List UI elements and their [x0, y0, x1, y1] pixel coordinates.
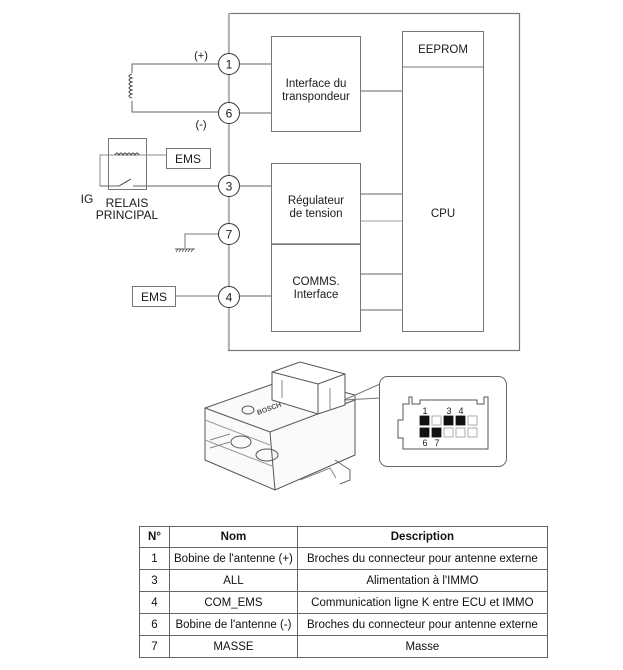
connector-pin-active	[455, 415, 466, 426]
table-row: 6 Bobine de l'antenne (-) Broches du con…	[139, 613, 548, 636]
connector-pin-empty	[431, 415, 442, 426]
connector-pin-4-label: 4	[458, 406, 463, 416]
pin-6-label: 6	[226, 107, 233, 121]
connector-pin-active	[431, 427, 442, 438]
eeprom-label: EEPROM	[418, 44, 468, 56]
connector-pin-7-label: 7	[434, 438, 439, 448]
cell-name: MASSE	[169, 635, 298, 658]
cell-number: 3	[139, 569, 170, 592]
comms-interface-label-line2: Interface	[294, 289, 339, 301]
ground-symbol	[175, 233, 218, 253]
pin-7-label: 7	[226, 228, 233, 242]
cell-number: 4	[139, 591, 170, 614]
connector-pin-1-label: 1	[422, 406, 427, 416]
cell-name: Bobine de l'antenne (+)	[169, 547, 298, 570]
ems-comms-label: EMS	[141, 290, 167, 304]
main-relay-label-line1: RELAIS	[106, 196, 149, 210]
pin-table: N° Nom Description 1 Bobine de l'antenne…	[139, 526, 548, 658]
callout-line	[343, 383, 381, 401]
ems-relay-box	[166, 148, 211, 169]
cell-number: 6	[139, 613, 170, 636]
polarity-plus-label: (+)	[194, 50, 208, 62]
relay-coil-icon	[114, 152, 140, 157]
pin-4: 4	[218, 286, 240, 308]
connector-pin-3-label: 3	[446, 406, 451, 416]
connector-top-row	[419, 415, 478, 426]
connector-pinout-detail: 1 3 4 6 7	[379, 376, 507, 467]
module-frame	[227, 12, 521, 352]
connector-pin-active	[419, 427, 430, 438]
connector-pin-empty	[443, 427, 454, 438]
table-row: 4 COM_EMS Communication ligne K entre EC…	[139, 591, 548, 614]
pin-3: 3	[218, 175, 240, 197]
cell-name: Bobine de l'antenne (-)	[169, 613, 298, 636]
connector-bottom-row	[419, 427, 478, 438]
header-number: N°	[139, 526, 170, 548]
callout-line	[343, 397, 381, 401]
table-row: 7 MASSE Masse	[139, 635, 548, 658]
table-header-row: N° Nom Description	[139, 526, 548, 548]
connector-pin-6-label: 6	[422, 438, 427, 448]
comms-interface-label-line1: COMMS.	[292, 276, 339, 288]
header-name: Nom	[169, 526, 298, 548]
cell-description: Broches du connecteur pour antenne exter…	[296, 547, 548, 570]
ems-relay-label: EMS	[175, 152, 201, 166]
cell-number: 1	[139, 547, 170, 570]
voltage-regulator-label-line2: de tension	[289, 208, 342, 220]
pin-1-label: 1	[226, 58, 233, 72]
pin-1: 1	[218, 53, 240, 75]
connector-pin-empty	[467, 415, 478, 426]
cell-description: Masse	[296, 635, 548, 658]
table-row: 1 Bobine de l'antenne (+) Broches du con…	[139, 547, 548, 570]
antenna-coil-circuit	[125, 63, 218, 113]
immobilizer-module-illustration: BOSCH	[204, 361, 356, 491]
connector-pin-empty	[467, 427, 478, 438]
transponder-interface-label-line2: transpondeur	[282, 91, 350, 103]
cpu-label: CPU	[431, 208, 455, 220]
main-relay-label-line2: PRINCIPAL	[96, 208, 159, 222]
cell-description: Communication ligne K entre ECU et IMMO	[296, 591, 548, 614]
immobilizer-schematic: (+) (-) EMS IG RELAIS PRINCIPAL EMS 1 6 …	[81, 12, 521, 491]
cell-name: COM_EMS	[169, 591, 298, 614]
transponder-interface-label-line1: Interface du	[286, 78, 347, 90]
main-relay	[99, 138, 218, 190]
header-description: Description	[296, 526, 548, 548]
table-row: 3 ALL Alimentation à l'IMMO	[139, 569, 548, 592]
pin-3-label: 3	[226, 180, 233, 194]
voltage-regulator-label-line1: Régulateur	[288, 195, 344, 207]
cell-description: Alimentation à l'IMMO	[296, 569, 548, 592]
pin-4-label: 4	[226, 291, 233, 305]
cell-description: Broches du connecteur pour antenne exter…	[296, 613, 548, 636]
pin-6: 6	[218, 102, 240, 124]
cell-name: ALL	[169, 569, 298, 592]
ems-comms-box	[132, 286, 176, 307]
polarity-minus-label: (-)	[196, 119, 207, 131]
connector-pin-active	[419, 415, 430, 426]
coil-icon	[125, 73, 136, 101]
cpu-eeprom-block	[402, 31, 484, 332]
relay-switch-icon	[118, 178, 132, 187]
pin-7: 7	[218, 223, 240, 245]
connector-pin-active	[443, 415, 454, 426]
transponder-interface-block	[271, 36, 361, 132]
comms-interface-block	[271, 244, 361, 332]
ig-label: IG	[81, 192, 94, 206]
connector-pin-empty	[455, 427, 466, 438]
cell-number: 7	[139, 635, 170, 658]
